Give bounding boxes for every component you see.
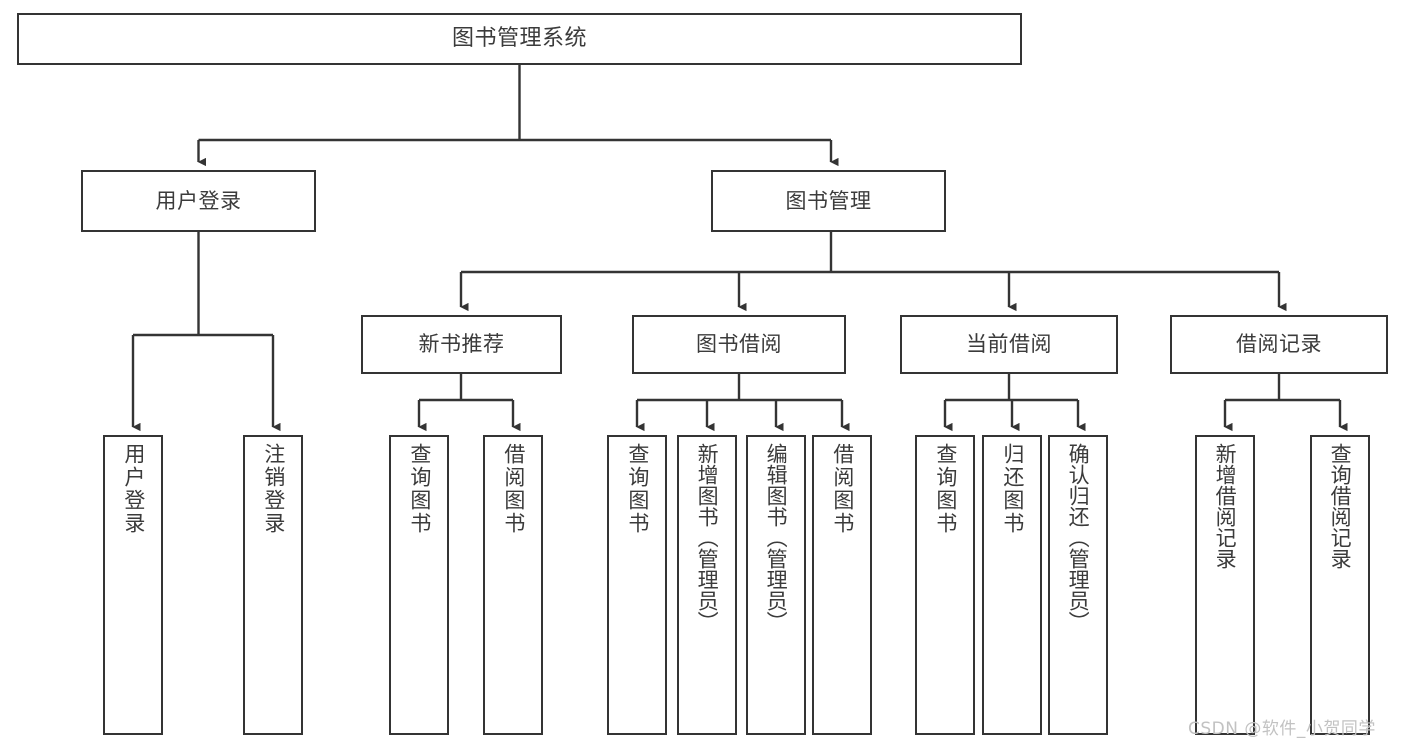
node-new-book-recommend-label: 新书推荐 bbox=[418, 332, 505, 357]
node-user-login[interactable]: 用户登录 bbox=[81, 170, 316, 232]
node-root[interactable]: 图书管理系统 bbox=[17, 13, 1022, 65]
leaf-logout[interactable]: 注销登录 bbox=[243, 435, 303, 735]
node-book-borrow[interactable]: 图书借阅 bbox=[632, 315, 846, 374]
node-user-login-label: 用户登录 bbox=[155, 188, 242, 213]
leaf-current-confirm-return-admin[interactable]: 确认归还（管理员） bbox=[1048, 435, 1108, 735]
leaf-borrow-edit-book-admin-label: 编辑图书（管理员） bbox=[764, 443, 789, 632]
leaf-current-query-book-label: 查询图书 bbox=[933, 443, 958, 535]
leaf-borrow-borrow-book[interactable]: 借阅图书 bbox=[812, 435, 872, 735]
leaf-current-return-book[interactable]: 归还图书 bbox=[982, 435, 1042, 735]
node-borrow-record[interactable]: 借阅记录 bbox=[1170, 315, 1388, 374]
leaf-current-query-book[interactable]: 查询图书 bbox=[915, 435, 975, 735]
leaf-record-query-record-label: 查询借阅记录 bbox=[1328, 443, 1353, 569]
leaf-user-login[interactable]: 用户登录 bbox=[103, 435, 163, 735]
node-new-book-recommend[interactable]: 新书推荐 bbox=[361, 315, 562, 374]
leaf-borrow-query-book[interactable]: 查询图书 bbox=[607, 435, 667, 735]
node-book-manage[interactable]: 图书管理 bbox=[711, 170, 946, 232]
leaf-borrow-query-book-label: 查询图书 bbox=[625, 443, 650, 535]
leaf-newbook-borrow-book[interactable]: 借阅图书 bbox=[483, 435, 543, 735]
leaf-record-query-record[interactable]: 查询借阅记录 bbox=[1310, 435, 1370, 735]
node-root-label: 图书管理系统 bbox=[451, 26, 587, 52]
leaf-logout-label: 注销登录 bbox=[261, 443, 286, 535]
leaf-borrow-borrow-book-label: 借阅图书 bbox=[830, 443, 855, 535]
leaf-user-login-label: 用户登录 bbox=[121, 443, 146, 535]
leaf-newbook-borrow-book-label: 借阅图书 bbox=[501, 443, 526, 535]
node-current-borrow-label: 当前借阅 bbox=[966, 332, 1052, 357]
node-current-borrow[interactable]: 当前借阅 bbox=[900, 315, 1118, 374]
leaf-record-add-record-label: 新增借阅记录 bbox=[1213, 443, 1238, 569]
node-book-manage-label: 图书管理 bbox=[785, 188, 872, 213]
node-borrow-record-label: 借阅记录 bbox=[1236, 332, 1322, 357]
leaf-record-add-record[interactable]: 新增借阅记录 bbox=[1195, 435, 1255, 735]
leaf-borrow-edit-book-admin[interactable]: 编辑图书（管理员） bbox=[746, 435, 806, 735]
leaf-current-return-book-label: 归还图书 bbox=[1000, 443, 1025, 535]
leaf-newbook-query-book[interactable]: 查询图书 bbox=[389, 435, 449, 735]
node-book-borrow-label: 图书借阅 bbox=[696, 332, 782, 357]
leaf-borrow-add-book-admin[interactable]: 新增图书（管理员） bbox=[677, 435, 737, 735]
leaf-newbook-query-book-label: 查询图书 bbox=[407, 443, 432, 535]
leaf-current-confirm-return-admin-label: 确认归还（管理员） bbox=[1066, 443, 1091, 632]
leaf-borrow-add-book-admin-label: 新增图书（管理员） bbox=[695, 443, 720, 632]
